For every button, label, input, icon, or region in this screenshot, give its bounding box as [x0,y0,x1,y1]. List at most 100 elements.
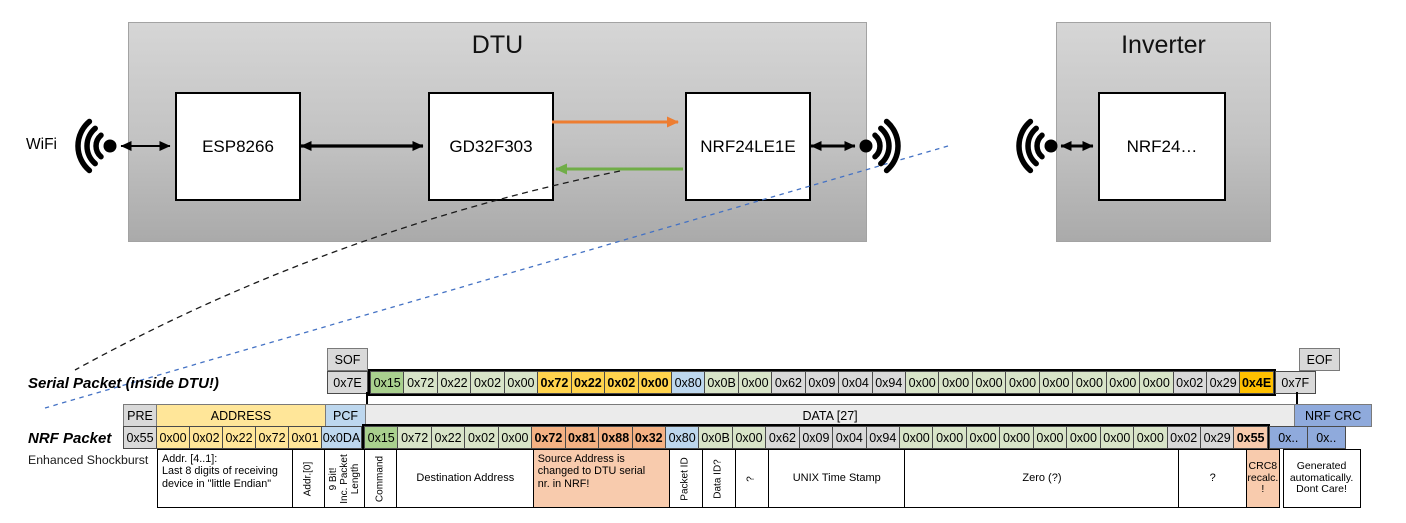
annotation-cell: Source Address is changed to DTU serial … [532,449,671,508]
byte-cell: 0x.. [1306,426,1346,449]
serial-eof-header-row: EOF [1299,348,1340,371]
byte-cell: 0x72 [255,426,289,449]
byte-cell: 0x0B [704,371,739,394]
byte-cell: 0x15 [370,371,405,394]
byte-cell: 0x62 [765,426,800,449]
byte-cell: 0x0DA [321,426,362,449]
byte-cell: 0x01 [288,426,322,449]
byte-cell: 0x80 [670,371,706,394]
byte-cell: 0x55 [123,426,157,449]
byte-cell: 0x29 [1199,426,1235,449]
byte-cell: 0x02 [604,371,639,394]
annotation-cell: ? [1178,449,1248,508]
field-header-pre: PRE [123,404,157,427]
node-esp8266: ESP8266 [175,92,301,201]
annotation-vertical-text: Data ID? [712,458,724,499]
field-header-eof: EOF [1299,348,1340,371]
byte-cell: 0x29 [1205,371,1241,394]
byte-cell: 0x72 [403,371,438,394]
byte-cell: 0x00 [1072,371,1107,394]
byte-cell: 0x0B [698,426,733,449]
byte-cell: 0x00 [503,371,539,394]
byte-cell: 0x00 [938,371,973,394]
annotation-vertical-text: Packet ID [679,456,691,501]
byte-cell: 0x94 [865,426,900,449]
field-header-address: ADDRESS [156,404,326,427]
annotation-vertical-text: Addr.[0] [302,461,314,496]
annotation-vertical-text: 9 Bit! Inc. Packet Length [327,453,360,504]
annotation-cell: 9 Bit! Inc. Packet Length [324,449,365,508]
byte-cell: 0x72 [397,426,432,449]
annotation-cell: Data ID? [701,449,737,508]
byte-cell: 0x02 [1166,426,1201,449]
nrf-packet-sublabel: Enhanced Shockburst [28,453,149,467]
byte-cell: 0x00 [905,371,940,394]
byte-cell: 0x22 [570,371,606,394]
annotation-vertical-text: Command [374,455,386,502]
byte-cell: 0x00 [932,426,967,449]
byte-cell: 0x15 [364,426,399,449]
byte-cell: 0x02 [464,426,499,449]
byte-cell: 0x00 [971,371,1007,394]
byte-cell: 0x94 [871,371,906,394]
byte-cell: 0x72 [537,371,572,394]
byte-cell: 0x22 [222,426,256,449]
byte-cell: 0x00 [1032,426,1068,449]
byte-cell: 0x80 [664,426,700,449]
byte-cell: 0x00 [731,426,767,449]
byte-cell: 0x4E [1239,371,1274,394]
byte-cell: 0x7F [1274,371,1316,394]
annotation-cell: Destination Address [396,449,535,508]
byte-cell: 0x22 [436,371,472,394]
serial-sof-header-row: SOF [327,348,368,371]
field-header-sof: SOF [327,348,368,371]
byte-cell: 0x88 [598,426,633,449]
byte-cell: 0x.. [1268,426,1308,449]
byte-cell: 0x02 [1172,371,1207,394]
byte-cell: 0x62 [771,371,806,394]
byte-cell: 0x09 [804,371,840,394]
byte-cell: 0x04 [832,426,867,449]
serial-packet-label: Serial Packet (inside DTU!) [28,375,219,392]
byte-cell: 0x00 [1133,426,1168,449]
byte-cell: 0x04 [838,371,873,394]
wifi-label: WiFi [26,136,57,153]
byte-cell: 0x81 [564,426,600,449]
byte-cell: 0x72 [531,426,566,449]
byte-cell: 0x00 [965,426,1001,449]
annotation-cell: CRC8 recalc. ! [1245,449,1281,508]
byte-cell: 0x09 [798,426,834,449]
byte-cell: 0x00 [637,371,672,394]
annotation-cell: Command [363,449,398,508]
nrf-annotation-row: Addr. [4..1]: Last 8 digits of receiving… [157,449,1361,508]
annotation-cell: UNIX Time Stamp [767,449,906,508]
annotation-cell: Addr. [4..1]: Last 8 digits of receiving… [157,449,293,508]
wifi-icon-inverter [1016,118,1058,174]
byte-cell: 0x00 [497,426,533,449]
nrf-packet-label: NRF Packet [28,430,112,447]
byte-cell: 0x00 [1005,371,1040,394]
annotation-cell: Zero (?) [904,449,1180,508]
dtu-title: DTU [471,31,524,59]
byte-cell: 0x00 [999,426,1034,449]
byte-cell: 0x00 [1099,426,1135,449]
annotation-cell: Generated automatically. Dont Care! [1282,449,1361,508]
wifi-icon-left [75,118,117,174]
byte-cell: 0x00 [1066,426,1101,449]
annotation-cell: Addr.[0] [291,449,326,508]
byte-cell: 0x00 [1105,371,1141,394]
byte-cell: 0x7E [327,371,368,394]
annotation-vertical-text: ? [745,475,757,482]
data-connector-left [366,392,368,406]
byte-cell: 0x02 [470,371,505,394]
inverter-title: Inverter [1121,31,1206,59]
annotation-cell: Packet ID [669,449,704,508]
byte-cell: 0x55 [1233,426,1268,449]
data-connector-right [1296,392,1298,406]
byte-cell: 0x00 [1139,371,1174,394]
